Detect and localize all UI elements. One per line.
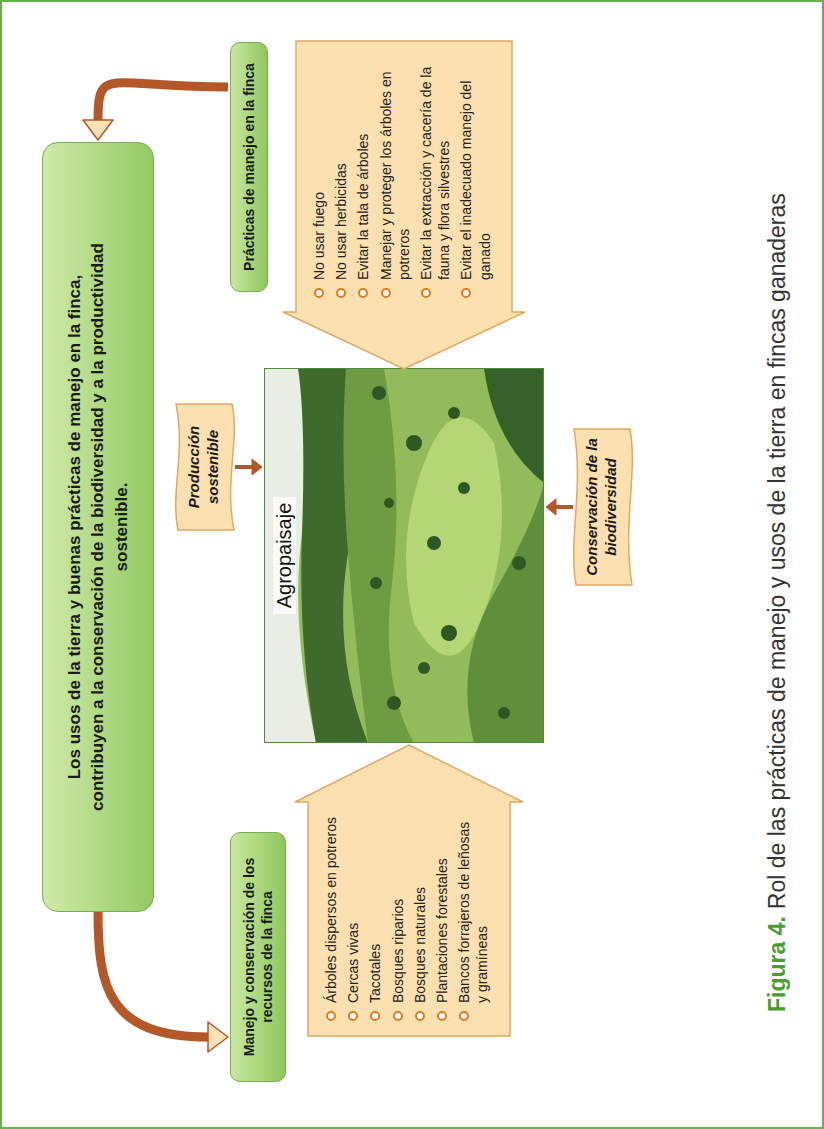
bullet-mark (381, 288, 391, 298)
list-item: Cercas vivas (344, 816, 362, 1021)
curved-arrow (98, 912, 228, 1052)
arrow-head (208, 1022, 228, 1052)
bullet-mark (348, 1011, 358, 1021)
list-item: Evitar la tala de árboles (354, 56, 372, 298)
tree (512, 556, 526, 570)
arrow-head (83, 120, 113, 140)
bullet-mark (459, 1011, 469, 1021)
pointer-arrow (235, 459, 262, 475)
bullet-mark (437, 1011, 447, 1021)
summary-box: Los usos de la tierra y buenas prácticas… (42, 142, 154, 912)
bullet-mark (393, 1011, 403, 1021)
list-item-text: Árboles dispersos en potreros (322, 817, 340, 1003)
tree (387, 696, 401, 710)
block-arrow-list: Árboles dispersos en potrerosCercas viva… (294, 744, 524, 1037)
landscape-illustration (264, 368, 544, 743)
list-item: No usar fuego (310, 56, 328, 298)
list-item: Evitar el inadecuado manejo del ganado (457, 56, 493, 298)
block-arrow-shape-outline (283, 41, 525, 369)
tree (458, 482, 470, 494)
list-item-text: Bosques naturales (411, 887, 429, 1003)
tree (384, 498, 394, 508)
bullet-mark (326, 1011, 336, 1021)
list-item: Árboles dispersos en potreros (322, 816, 340, 1021)
list-item-text: Bancos forrajeros de leñosas y gramíneas (455, 816, 491, 1003)
hill-slope (343, 368, 414, 743)
list-item: Plantaciones forestales (433, 816, 451, 1021)
bullet-mark (314, 288, 324, 298)
banner-flag: Producción sostenible (172, 402, 238, 532)
list-item: Manejar y proteger los árboles en potrer… (377, 56, 413, 298)
curved-arrow (83, 83, 228, 140)
node-text: Producción sostenible (185, 412, 223, 522)
list-item-text: Bosques riparios (389, 899, 407, 1003)
arrow-shaft (235, 465, 252, 469)
figure-caption: Rol de las prácticas de manejo y usos de… (764, 193, 791, 909)
node-text: Los usos de la tierra y buenas prácticas… (63, 227, 133, 827)
list-item: No usar herbicidas (332, 56, 350, 298)
list-item-text: Evitar la extracción y cacería de la fau… (417, 56, 453, 280)
tree (448, 407, 460, 419)
node-text: Manejo y conservación de los recursos de… (240, 845, 276, 1069)
bullet-mark (358, 288, 368, 298)
tree (370, 577, 382, 589)
arrow-head (546, 499, 556, 515)
dark-pasture (467, 483, 544, 743)
list-item-text: Evitar el inadecuado manejo del ganado (457, 56, 493, 280)
tree (498, 707, 510, 719)
arrow-head (252, 459, 262, 475)
list-item-text: No usar fuego (310, 192, 328, 280)
caption-line: Figura 4. Rol de las prácticas de manejo … (764, 193, 791, 1012)
banner-flag: Conservación de la biodiversidad (570, 427, 636, 587)
list-item: Bosques naturales (411, 816, 429, 1021)
tree (372, 386, 386, 400)
list-item-text: Manejar y proteger los árboles en potrer… (377, 56, 413, 280)
list-item: Bancos forrajeros de leñosas y gramíneas (455, 816, 491, 1021)
pointer-arrow (546, 499, 573, 515)
tree (418, 662, 430, 674)
list-item-text: Plantaciones forestales (433, 858, 451, 1003)
section-label: Prácticas de manejo en la finca (230, 42, 268, 292)
list-item: Bosques riparios (389, 816, 407, 1021)
banner-shape-outline (176, 404, 235, 530)
bullet-mark (415, 1011, 425, 1021)
arrow-shaft (98, 83, 228, 120)
list-item-text: No usar herbicidas (332, 163, 350, 280)
block-arrow-shape-outline (295, 745, 523, 1036)
scattered-trees (370, 386, 526, 719)
node-text: Prácticas de manejo en la finca (240, 55, 258, 279)
bullet-mark (461, 288, 471, 298)
landscape-photo: Agropaisaje (264, 368, 544, 743)
list-item: Evitar la extracción y cacería de la fau… (417, 56, 453, 298)
arrow-shaft (98, 912, 208, 1037)
list-item: Tacotales (366, 816, 384, 1021)
node-text: Agropaisaje (273, 497, 296, 615)
list-item-text: Evitar la tala de árboles (354, 134, 372, 280)
section-label: Manejo y conservación de los recursos de… (230, 832, 286, 1082)
banner-shape-outline (574, 429, 633, 585)
bullet-mark (336, 288, 346, 298)
arrow-shaft (556, 505, 573, 509)
forest-patch (484, 368, 544, 483)
list-item-text: Tacotales (366, 944, 384, 1003)
figure-number: Figura 4. (764, 916, 791, 1012)
tree (406, 435, 422, 451)
pasture-ground (264, 368, 544, 743)
tree (427, 536, 441, 550)
bullet-mark (370, 1011, 380, 1021)
bullet-mark (421, 288, 431, 298)
block-arrow-list: No usar fuegoNo usar herbicidasEvitar la… (282, 40, 526, 370)
node-text: Conservación de la biodiversidad (583, 437, 621, 577)
tree (441, 625, 457, 641)
list-item-text: Cercas vivas (344, 923, 362, 1003)
